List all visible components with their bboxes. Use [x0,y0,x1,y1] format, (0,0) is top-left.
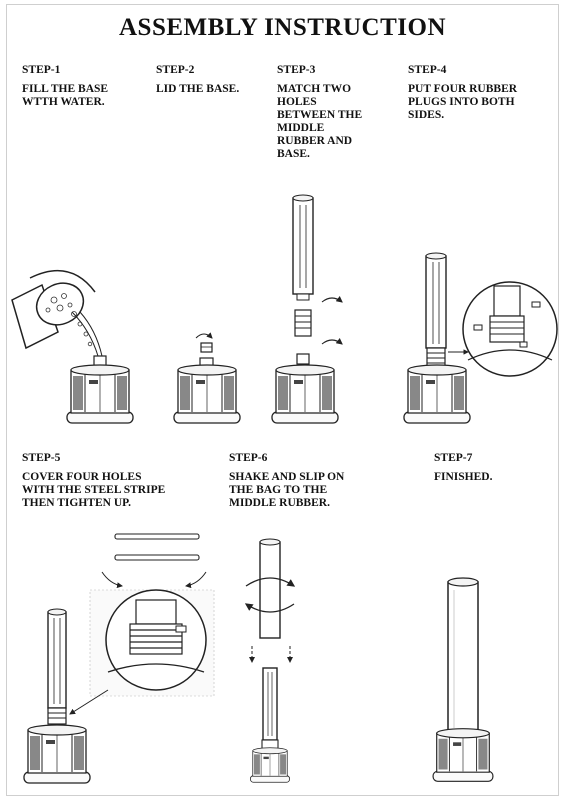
step-6-illustration [244,538,296,783]
step-1-number: STEP-1 [22,64,61,76]
step-3-block: STEP-3 MATCH TWO HOLES BETWEEN THE MIDDL… [277,64,362,161]
step-3-illustration [271,194,343,424]
step-2-illustration [173,332,241,424]
step-5-text: COVER FOUR HOLES WITH THE STEEL STRIPE T… [22,471,166,509]
step-1-block: STEP-1 FILL THE BASE WTTH WATER. [22,64,108,109]
step-7-text: FINISHED. [434,471,493,483]
step-4-text: PUT FOUR RUBBER PLUGS INTO BOTH SIDES. [408,83,518,121]
step-5-illustration [23,533,215,784]
step-4-illustration [403,252,558,424]
step-4-number: STEP-4 [408,64,447,76]
step-7-number: STEP-7 [434,452,473,464]
step-5-number: STEP-5 [22,452,61,464]
step-1-text: FILL THE BASE WTTH WATER. [22,83,109,108]
step-5-block: STEP-5 COVER FOUR HOLES WITH THE STEEL S… [22,452,165,510]
step-6-text: SHAKE AND SLIP ON THE BAG TO THE MIDDLE … [229,471,345,509]
step-4-block: STEP-4 PUT FOUR RUBBER PLUGS INTO BOTH S… [408,64,517,122]
step-7-block: STEP-7 FINISHED. [434,452,492,484]
step-2-block: STEP-2 LID THE BASE. [156,64,239,96]
step-3-number: STEP-3 [277,64,316,76]
step-2-number: STEP-2 [156,64,195,76]
step-7-illustration [432,577,494,782]
step-1-illustration [11,269,134,424]
page-title: ASSEMBLY INSTRUCTION [119,14,446,41]
step-2-text: LID THE BASE. [156,83,240,95]
step-3-text: MATCH TWO HOLES BETWEEN THE MIDDLE RUBBE… [277,83,363,160]
page-frame [6,4,559,796]
step-6-block: STEP-6 SHAKE AND SLIP ON THE BAG TO THE … [229,452,344,510]
step-6-number: STEP-6 [229,452,268,464]
